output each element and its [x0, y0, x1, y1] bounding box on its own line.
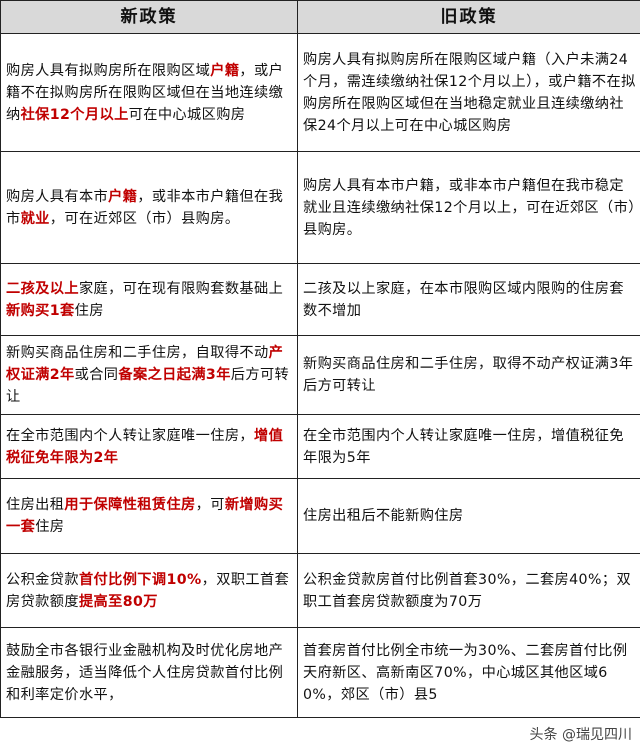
old-policy-cell: 住房出租后不能新购住房 — [297, 478, 640, 554]
highlight-text: 二孩及以上 — [6, 280, 79, 297]
highlight-text: 增值税征免年限为2年 — [6, 427, 284, 466]
table-row: 二孩及以上家庭，可在现有限购套数基础上新购买1套住房二孩及以上家庭，在本市限购区… — [0, 263, 640, 336]
highlight-text: 用于保障性租赁住房 — [64, 497, 196, 513]
old-policy-cell: 在全市范围内个人转让家庭唯一住房，增值税征免年限为5年 — [297, 414, 640, 479]
policy-text: 后方可转让 — [6, 367, 290, 405]
header-row: 新政策 旧政策 — [0, 0, 640, 34]
highlight-text: 户籍 — [108, 188, 138, 205]
policy-text: 在全市范围内个人转让家庭唯一住房， — [6, 427, 254, 444]
table-row: 公积金贷款首付比例下调10%，双职工首套房贷款额度提高至80万公积金贷款房首付比… — [0, 553, 640, 628]
new-policy-cell: 二孩及以上家庭，可在现有限购套数基础上新购买1套住房 — [0, 263, 298, 336]
new-policy-cell: 购房人具有本市户籍，或非本市户籍但在我市就业，可在近郊区（市）县购房。 — [0, 151, 298, 264]
highlight-text: 就业 — [20, 210, 50, 227]
policy-text: 住房出租 — [6, 497, 65, 513]
new-policy-cell: 新购买商品住房和二手住房，自取得不动产权证满2年或合同备案之日起满3年后方可转让 — [0, 335, 298, 415]
highlight-text: 产权证满2年 — [6, 345, 284, 383]
policy-text: 公积金贷款 — [6, 571, 79, 588]
highlight-text: 户籍 — [210, 62, 240, 79]
table-row: 购房人具有拟购房所在限购区域户籍，或户籍不在拟购房所在限购区域但在当地连续缴纳社… — [0, 33, 640, 152]
old-policy-cell: 新购买商品住房和二手住房，取得不动产权证满3年后方可转让 — [297, 335, 640, 415]
policy-text: 购房人具有本市 — [6, 188, 109, 205]
policy-text: 可在中心城区购房 — [128, 106, 246, 123]
new-policy-cell: 购房人具有拟购房所在限购区域户籍，或户籍不在拟购房所在限购区域但在当地连续缴纳社… — [0, 33, 298, 152]
old-policy-header: 旧政策 — [297, 0, 640, 34]
policy-text: 购房人具有拟购房所在限购区域 — [6, 62, 211, 79]
new-policy-cell: 公积金贷款首付比例下调10%，双职工首套房贷款额度提高至80万 — [0, 553, 298, 628]
highlight-text: 新购买1套 — [6, 302, 75, 319]
new-policy-cell: 在全市范围内个人转让家庭唯一住房，增值税征免年限为2年 — [0, 414, 298, 479]
table-row: 新购买商品住房和二手住房，自取得不动产权证满2年或合同备案之日起满3年后方可转让… — [0, 335, 640, 415]
policy-text: ，可 — [195, 497, 225, 513]
policy-text: 新购买商品住房和二手住房，自取得不动 — [6, 345, 269, 361]
new-policy-cell: 住房出租用于保障性租赁住房，可新增购买一套住房 — [0, 478, 298, 554]
highlight-text: 提高至80万 — [78, 593, 158, 610]
policy-text: 家庭，可在现有限购套数基础上 — [78, 280, 284, 297]
highlight-text: 首付比例下调10% — [78, 571, 202, 588]
policy-text: ，或非本市户籍但在我市 — [6, 188, 284, 227]
table-row: 在全市范围内个人转让家庭唯一住房，增值税征免年限为2年在全市范围内个人转让家庭唯… — [0, 414, 640, 479]
highlight-text: 新增购买一套 — [6, 497, 284, 535]
table-row: 住房出租用于保障性租赁住房，可新增购买一套住房住房出租后不能新购住房 — [0, 478, 640, 554]
highlight-text: 社保12个月以上 — [20, 106, 129, 123]
new-policy-cell: 鼓励全市各银行业金融机构及时优化房地产金融服务，适当降低个人住房贷款首付比例和利… — [0, 627, 298, 718]
watermark: 头条 @瑞见四川 — [525, 724, 636, 744]
policy-text: 或合同 — [74, 367, 119, 383]
new-policy-header: 新政策 — [0, 0, 298, 34]
policy-text: 住房 — [35, 519, 65, 535]
old-policy-cell: 购房人具有拟购房所在限购区域户籍（入户未满24个月，需连续缴纳社保12个月以上）… — [297, 33, 640, 152]
policy-text: ，或户籍不在拟购房所在限购区域但在当地连续缴纳 — [6, 62, 284, 123]
policy-text: 住房 — [74, 302, 104, 319]
old-policy-cell: 购房人具有本市户籍，或非本市户籍但在我市稳定就业且连续缴纳社保12个月以上，可在… — [297, 151, 640, 264]
highlight-text: 备案之日起满3年 — [118, 367, 231, 383]
policy-text: ，可在近郊区（市）县购房。 — [49, 210, 240, 227]
old-policy-cell: 首套房首付比例全市统一为30%、二套房首付比例天府新区、高新南区70%，中心城区… — [297, 627, 640, 718]
table-row: 购房人具有本市户籍，或非本市户籍但在我市就业，可在近郊区（市）县购房。购房人具有… — [0, 151, 640, 264]
policy-comparison-table: 新政策 旧政策 购房人具有拟购房所在限购区域户籍，或户籍不在拟购房所在限购区域但… — [0, 0, 640, 718]
old-policy-cell: 二孩及以上家庭，在本市限购区域内限购的住房套数不增加 — [297, 263, 640, 336]
policy-text: ，双职工首套房贷款额度 — [6, 571, 290, 610]
old-policy-cell: 公积金贷款房首付比例首套30%，二套房40%；双职工首套房贷款额度为70万 — [297, 553, 640, 628]
policy-text: 鼓励全市各银行业金融机构及时优化房地产金融服务，适当降低个人住房贷款首付比例和利… — [6, 642, 284, 703]
table-row: 鼓励全市各银行业金融机构及时优化房地产金融服务，适当降低个人住房贷款首付比例和利… — [0, 627, 640, 718]
